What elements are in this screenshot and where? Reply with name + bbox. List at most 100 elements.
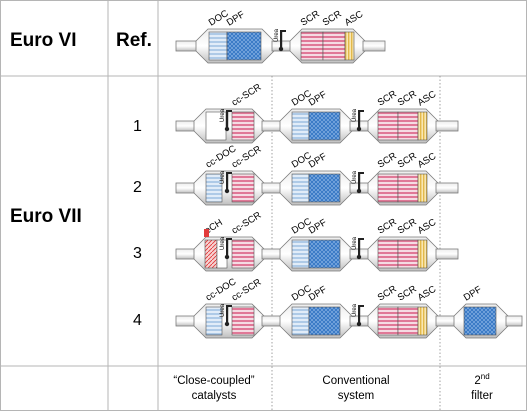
row-1-urea-injector xyxy=(358,110,361,128)
row-2-cc-doc-block-0 xyxy=(205,173,223,203)
euro7-label: Euro VII xyxy=(10,206,82,227)
row-3-cc-scr-block-2 xyxy=(231,239,255,269)
row-4-cc-urea-nozzle xyxy=(224,321,230,327)
footer-second-num: 2 xyxy=(474,375,480,387)
row-3-cc-urea-nozzle xyxy=(224,254,230,260)
e6-pipe-in xyxy=(175,40,199,52)
row-4-urea-injector-arm xyxy=(358,305,364,307)
row-1-scr-asc-asc-block-2 xyxy=(417,111,428,141)
e6-urea-injector-arm xyxy=(280,30,286,32)
e6-urea-injector xyxy=(280,30,283,48)
row-2-cc-urea-injector xyxy=(226,172,229,190)
footer-conventional-line2: system xyxy=(338,390,374,402)
row-4-cc-urea-label: Urea xyxy=(220,303,226,317)
footer-second-filter-line2: filter xyxy=(471,390,493,402)
row-2-doc-dpf-dpf-block-1 xyxy=(308,173,341,203)
row-1-cc-urea-injector xyxy=(226,110,229,128)
row-2-pipe-a xyxy=(261,182,283,194)
footer-second-sup: nd xyxy=(481,372,490,381)
row-3-cc-ech-block-0 xyxy=(204,239,218,269)
row-1-cc-urea-nozzle xyxy=(224,126,230,132)
row-2-cc-urea-nozzle xyxy=(224,188,230,194)
e6-scr-asc-scr-block-1 xyxy=(322,31,346,61)
row-3-cc-urea-label: Urea xyxy=(220,236,226,250)
row-2-cc-scr-block-1 xyxy=(231,173,255,203)
e6-pipe-out xyxy=(362,40,386,52)
row-2-pipe-out xyxy=(435,182,459,194)
row-3-doc-dpf-dpf-block-1 xyxy=(308,239,341,269)
row-1-cc-urea-label: Urea xyxy=(220,108,226,122)
row-4-pipe-c xyxy=(435,315,457,327)
row-2-cc-urea-injector-arm xyxy=(226,172,232,174)
ech-terminal-marker xyxy=(204,229,209,237)
row-1-cc-urea-injector-arm xyxy=(226,110,232,112)
row-4-dpf2-dpf-block-0 xyxy=(463,306,497,336)
ref-header: Ref. xyxy=(116,30,152,51)
row-3-urea-nozzle xyxy=(356,254,362,260)
row-4-dpf2-dpf-label-0: DPF xyxy=(462,284,484,304)
row-4-cc-scr-block-1 xyxy=(231,306,255,336)
row-3-pipe-in xyxy=(175,248,197,260)
row-4-scr-asc-asc-label-2: ASC xyxy=(416,284,439,304)
ref-number-1: 1 xyxy=(133,118,142,135)
row-3-pipe-out xyxy=(435,248,459,260)
row-3-scr-asc-asc-block-2 xyxy=(417,239,428,269)
row-4-urea-nozzle xyxy=(356,321,362,327)
e6-scr-asc-asc-block-2 xyxy=(344,31,355,61)
row-3-urea-label: Urea xyxy=(352,236,358,250)
row-3-scr-asc-scr-block-1 xyxy=(397,239,419,269)
euro6-label: Euro VI xyxy=(10,30,77,51)
row-1-scr-asc-scr-block-0 xyxy=(377,111,399,141)
row-4-urea-injector xyxy=(358,305,361,323)
row-2-urea-injector xyxy=(358,172,361,190)
row-4-scr-asc-scr-block-0 xyxy=(377,306,399,336)
row-2-scr-asc-asc-block-2 xyxy=(417,173,428,203)
row-4-scr-asc-asc-block-2 xyxy=(417,306,428,336)
row-1-doc-dpf-doc-block-0 xyxy=(291,111,310,141)
e6-scr-asc-scr-block-0 xyxy=(300,31,324,61)
row-1-cc-scr-label-1: cc-SCR xyxy=(230,82,264,109)
e6-scr-asc-scr-label-1: SCR xyxy=(321,9,344,29)
footer-second-filter-line1: 2nd xyxy=(474,372,489,387)
row-3-urea-injector xyxy=(358,238,361,256)
row-2-scr-asc-scr-block-0 xyxy=(377,173,399,203)
ref-number-2: 2 xyxy=(133,179,142,196)
row-4-urea-label: Urea xyxy=(352,303,358,317)
row-4-pipe-a xyxy=(261,315,283,327)
row-1-scr-asc-asc-label-2: ASC xyxy=(416,89,439,109)
row-4-cc-doc-block-0 xyxy=(205,306,223,336)
row-1-doc-dpf-dpf-block-1 xyxy=(308,111,341,141)
row-2-cc-urea-label: Urea xyxy=(220,170,226,184)
row-1-urea-label: Urea xyxy=(352,108,358,122)
row-1-cc-scr-block-1 xyxy=(231,111,255,141)
footer-close-coupled-line2: catalysts xyxy=(192,390,237,402)
row-3-cc-urea-injector xyxy=(226,238,229,256)
row-3-cc-urea-injector-arm xyxy=(226,238,232,240)
row-4-cc-urea-injector-arm xyxy=(226,305,232,307)
row-3-urea-injector-arm xyxy=(358,238,364,240)
row-2-urea-label: Urea xyxy=(352,170,358,184)
row-1-scr-asc-scr-block-1 xyxy=(397,111,419,141)
e6-urea-label: Urea xyxy=(274,28,280,42)
row-2-pipe-in xyxy=(175,182,197,194)
row-2-urea-injector-arm xyxy=(358,172,364,174)
row-2-urea-nozzle xyxy=(356,188,362,194)
e6-doc-dpf-dpf-block-1 xyxy=(226,31,262,61)
e6-doc-dpf-doc-block-0 xyxy=(208,31,228,61)
row-3-scr-asc-scr-block-0 xyxy=(377,239,399,269)
ref-number-3: 3 xyxy=(133,245,142,262)
row-3-doc-dpf-doc-block-0 xyxy=(291,239,310,269)
footer-conventional-line1: Conventional xyxy=(322,375,389,387)
row-1-pipe-a xyxy=(261,120,283,132)
row-4-doc-dpf-doc-block-0 xyxy=(291,306,310,336)
row-1-pipe-out xyxy=(435,120,459,132)
row-2-scr-asc-asc-label-2: ASC xyxy=(416,151,439,171)
row-1-urea-nozzle xyxy=(356,126,362,132)
row-2-doc-dpf-doc-block-0 xyxy=(291,173,310,203)
